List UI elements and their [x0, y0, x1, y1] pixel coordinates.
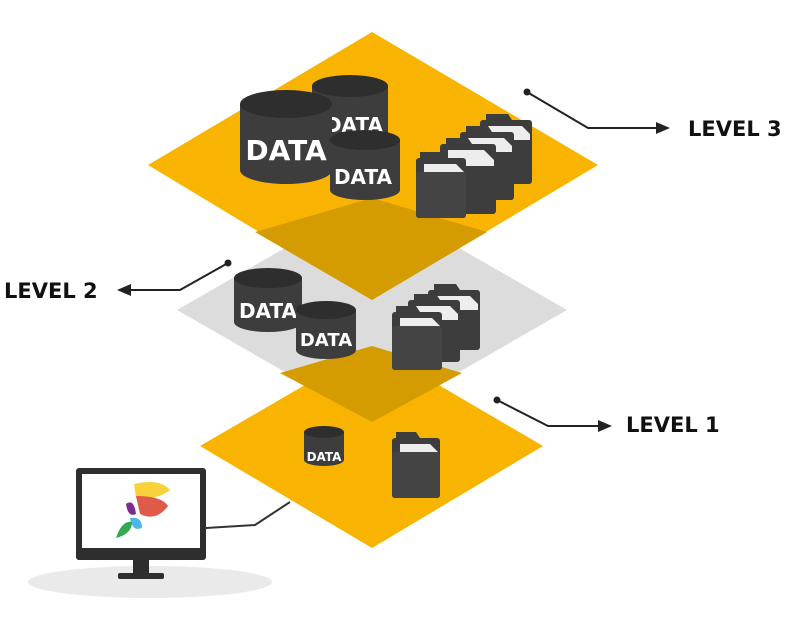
level-overlap-upper — [255, 198, 487, 300]
database-label: DATA — [239, 299, 298, 323]
level-2-plane — [177, 198, 567, 422]
level-1-database-icon: DATA — [304, 426, 344, 466]
level-3-callout: LEVEL 3 — [523, 88, 782, 141]
folder-with-documents-icon — [416, 152, 466, 218]
level-2-database-icon: DATA — [296, 301, 356, 359]
level-1-plane — [200, 346, 543, 548]
level-3-label: LEVEL 3 — [688, 117, 782, 141]
folder-with-documents-icon — [392, 432, 440, 498]
desktop-monitor-icon — [28, 468, 291, 598]
level-2-database-icon: DATA — [234, 268, 302, 332]
database-label: DATA — [307, 450, 343, 464]
level-3-database-icon: DATA — [330, 130, 400, 200]
database-label: DATA — [334, 165, 393, 189]
level-1-label: LEVEL 1 — [626, 413, 720, 437]
database-label: DATA — [300, 330, 352, 351]
level-2-callout: LEVEL 2 — [4, 259, 232, 303]
database-label: DATA — [245, 134, 327, 167]
level-3-database-icon: DATA — [240, 90, 332, 184]
folder-with-documents-icon — [392, 306, 442, 370]
level-2-label: LEVEL 2 — [4, 279, 98, 303]
colorful-logo-icon — [116, 482, 170, 538]
level-1-callout: LEVEL 1 — [493, 396, 720, 437]
